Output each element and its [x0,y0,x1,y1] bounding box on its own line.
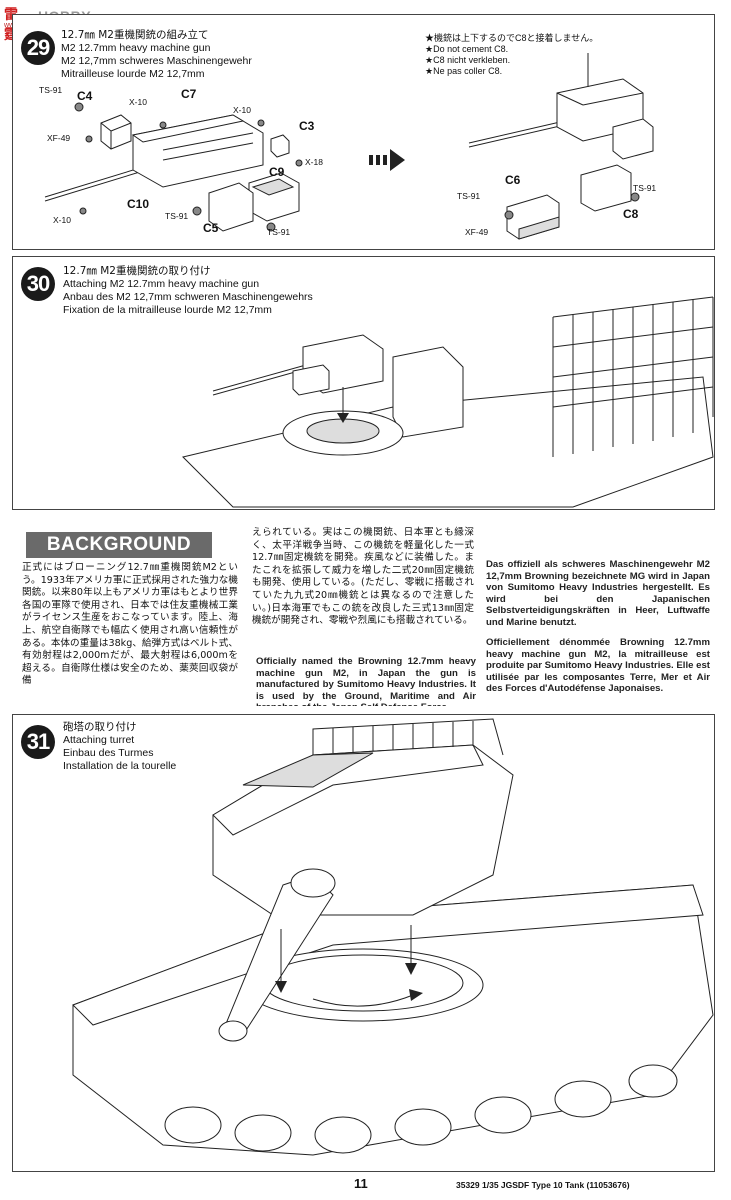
step-number: 30 [21,267,55,301]
background-text-jp-col1: 正式にはブローニング12.7㎜重機関銃M2という。1933年アメリカ軍に正式採用… [22,562,238,687]
screw-label-ts91: TS-91 [267,227,291,237]
screw-label-ts91: TS-91 [457,191,481,201]
road-wheels [164,1064,678,1154]
step-29-panel: 29 12.7㎜ M2重機関銃の組み立て M2 12.7mm heavy mac… [12,14,715,250]
background-text-fr: Officiellement dénommée Browning 12.7mm … [486,637,710,695]
step-title-de: M2 12,7mm schweres Maschinengewehr [61,55,252,67]
screw-label-ts91: TS-91 [165,211,189,221]
step-title-de: Einbau des Turmes [63,747,154,759]
screw-label-ts91: TS-91 [39,85,63,95]
step-title: 12.7㎜ M2重機関銃の取り付け Attaching M2 12.7mm he… [63,265,313,317]
note-fr: ★Ne pas coller C8. [425,66,503,76]
paint-label-xf49: XF-49 [47,133,71,143]
step-title-de: Anbau des M2 12,7mm schweren Maschinenge… [63,291,313,303]
part-label-c7: C7 [181,87,197,101]
step-title-fr: Fixation de la mitrailleuse lourde M2 12… [63,304,272,316]
product-code: 35329 1/35 JGSDF Type 10 Tank (11053676) [456,1180,630,1190]
step-title: 12.7㎜ M2重機関銃の組み立て M2 12.7mm heavy machin… [61,29,252,81]
part-label-c10: C10 [127,197,150,211]
part-label-c9: C9 [269,165,285,179]
background-text-en-cont [486,527,710,551]
step-title-en: M2 12.7mm heavy machine gun [61,42,211,54]
step-title-en: Attaching M2 12.7mm heavy machine gun [63,278,260,290]
step-number: 31 [21,725,55,759]
note-de: ★C8 nicht verkleben. [425,55,511,65]
screw-label-x10: X-10 [53,215,71,225]
machine-gun-exploded-drawing [44,53,654,240]
step-title-en: Attaching turret [63,734,135,746]
background-heading: BACKGROUND [26,532,212,558]
background-text-jp-col2: えられている。実はこの機関銃、日本軍とも縁深く、太平洋戦争当時、この機銃を軽量化… [252,527,474,627]
step-title-fr: Installation de la tourelle [63,760,177,772]
screw-label-x10: X-10 [233,105,251,115]
screw-label-ts91: TS-91 [633,183,657,193]
paint-label-xf49: XF-49 [465,227,489,237]
step-title-jp: 12.7㎜ M2重機関銃の組み立て [61,29,209,41]
note-en: ★Do not cement C8. [425,44,509,54]
step-number: 29 [21,31,55,65]
turret-machine-gun-drawing [182,296,714,508]
screw-label-x10: X-10 [129,97,147,107]
step-title: 砲塔の取り付け Attaching turret Einbau des Turm… [63,721,176,773]
screw-icons [74,102,303,232]
step-title-jp: 12.7㎜ M2重機関銃の取り付け [63,265,211,277]
background-text-de: Das offiziell als schweres Maschinengewe… [486,559,710,628]
step-31-panel: 31 砲塔の取り付け Attaching turret Einbau des T… [12,714,715,1172]
step-title-jp: 砲塔の取り付け [63,721,137,733]
part-label-c5: C5 [203,221,219,235]
part-label-c3: C3 [299,119,315,133]
page-number: 11 [354,1176,368,1191]
arrow-icon [369,149,405,171]
part-label-c8: C8 [623,207,639,221]
step-title-fr: Mitrailleuse lourde M2 12,7mm [61,68,205,80]
note-jp: ★機銃は上下するのでC8と接着しません。 [425,33,599,43]
part-label-c6: C6 [505,173,521,187]
screw-label-x18: X-18 [305,157,323,167]
part-label-c4: C4 [77,89,93,103]
cement-note: ★機銃は上下するのでC8と接着しません。 ★Do not cement C8. … [425,33,598,77]
background-text-en: Officially named the Browning 12.7mm hea… [256,656,476,706]
tank-turret-drawing [72,718,714,1156]
step-30-panel: 30 12.7㎜ M2重機関銃の取り付け Attaching M2 12.7mm… [12,256,715,510]
